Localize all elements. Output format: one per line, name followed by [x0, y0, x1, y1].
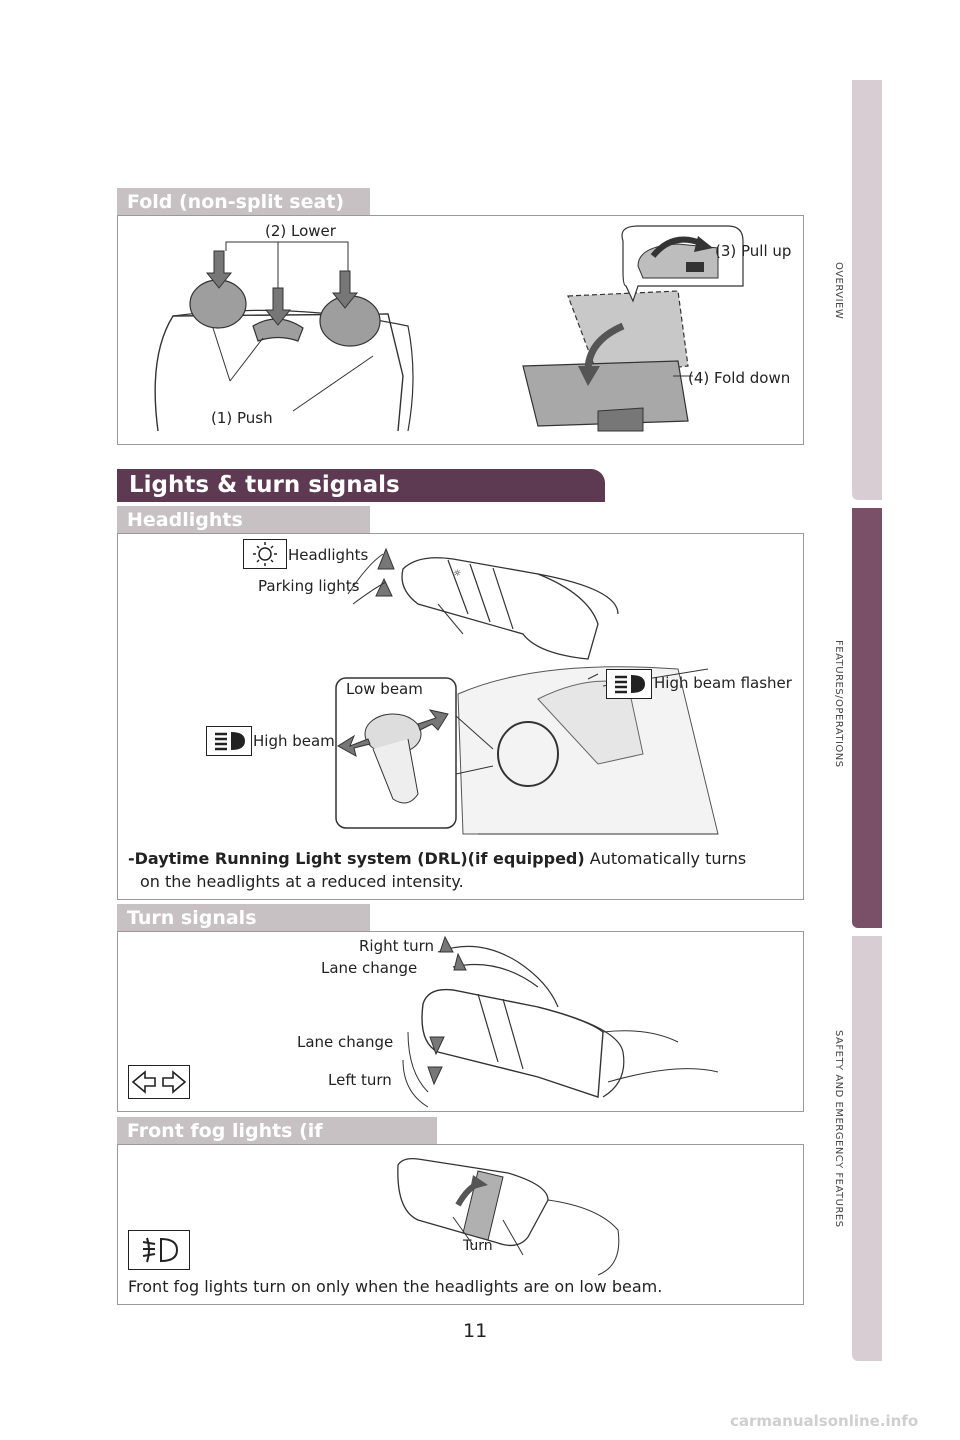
drl-text: Automatically turns	[585, 849, 747, 868]
headlight-switch-illustration: ☼	[118, 534, 805, 901]
fog-section-box: Turn Front fog lights turn on only when …	[117, 1144, 804, 1305]
high-beam-flasher-icon	[607, 670, 651, 698]
turn-signals-section-box: Right turn Lane change Lane change Left …	[117, 931, 804, 1112]
high-beam-icon	[207, 727, 251, 755]
parking-lights-label: Parking lights	[258, 577, 359, 595]
high-beam-label: High beam	[253, 732, 335, 750]
fold-fold-down-label: (4) Fold down	[688, 369, 790, 387]
headlight-sun-icon	[244, 540, 286, 568]
low-beam-label: Low beam	[346, 680, 423, 698]
section-banner: Lights & turn signals	[117, 469, 605, 502]
drl-description: -Daytime Running Light system (DRL)(if e…	[128, 847, 798, 893]
fold-section-box: (2) Lower (1) Push (3) Pull up (4) Fold …	[117, 215, 804, 445]
fold-lower-label: (2) Lower	[265, 222, 336, 240]
fold-push-label: (1) Push	[211, 409, 273, 427]
drl-title: -Daytime Running Light system (DRL)(if e…	[128, 849, 585, 868]
high-beam-flasher-icon-box	[606, 669, 652, 699]
lane-change-down-label: Lane change	[297, 1033, 393, 1051]
high-beam-icon-box	[206, 726, 252, 756]
side-tab-safety[interactable]	[852, 936, 882, 1361]
headlights-section-tab: Headlights	[117, 506, 370, 534]
page-number: 11	[463, 1320, 487, 1342]
fog-section-tab: Front fog lights (if equipped)	[117, 1117, 437, 1145]
left-turn-label: Left turn	[328, 1071, 392, 1089]
fold-pull-up-label: (3) Pull up	[715, 242, 791, 260]
side-tab-overview[interactable]	[852, 80, 882, 500]
fog-light-icon-box	[128, 1230, 190, 1270]
fog-light-icon	[129, 1231, 189, 1269]
side-tab-features[interactable]	[852, 508, 882, 928]
fog-caption: Front fog lights turn on only when the h…	[128, 1277, 662, 1296]
drl-text-line2: on the headlights at a reduced intensity…	[128, 872, 464, 891]
watermark: carmanualsonline.info	[730, 1412, 918, 1430]
svg-text:☼: ☼	[453, 569, 461, 579]
headlights-label: Headlights	[288, 546, 368, 564]
right-turn-label: Right turn	[359, 937, 434, 955]
headlights-section-box: ☼ Headlights Parking lights Low beam Hig…	[117, 533, 804, 900]
side-tab-features-label: FEATURES/OPERATIONS	[833, 640, 844, 768]
headlight-icon-box	[243, 539, 287, 569]
turn-signal-icon-box	[128, 1065, 190, 1099]
fold-section-tab: Fold (non-split seat)	[117, 188, 370, 216]
section-banner-title: Lights & turn signals	[129, 472, 400, 498]
turn-signal-illustration	[118, 932, 805, 1113]
high-beam-flasher-label: High beam flasher	[654, 674, 792, 692]
turn-signals-section-tab: Turn signals	[117, 904, 370, 932]
fog-turn-label: Turn	[463, 1238, 493, 1254]
turn-signal-arrows-icon	[129, 1066, 189, 1098]
side-tab-safety-label: SAFETY AND EMERGENCY FEATURES	[833, 1030, 844, 1228]
lane-change-up-label: Lane change	[321, 959, 417, 977]
side-tab-overview-label: OVERVIEW	[833, 262, 844, 319]
